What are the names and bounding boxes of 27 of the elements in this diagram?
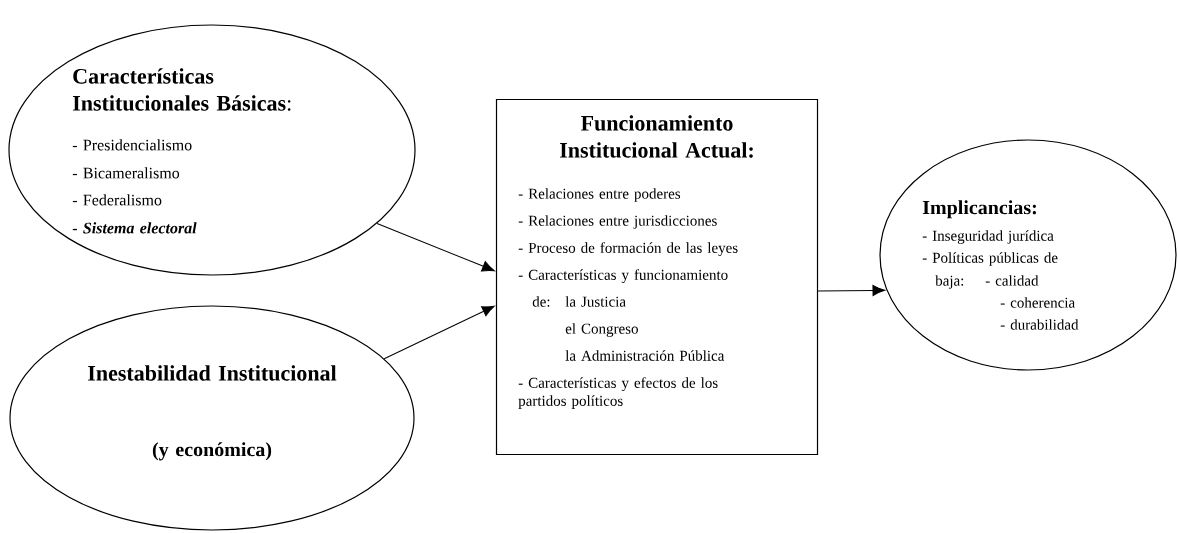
list-item: - Proceso de formación de las leyes: [518, 242, 738, 256]
arrow: [383, 305, 495, 360]
heading-text: Inestabilidad Institucional: [88, 365, 337, 381]
heading-text: Implicancias:: [922, 200, 1036, 219]
list-item: de:: [532, 296, 550, 307]
arrow: [817, 284, 886, 296]
list-item: - Relaciones entre jurisdicciones: [518, 215, 717, 229]
list-item: - Inseguridad jurídica: [922, 230, 1054, 244]
list-item: - Presidencialismo: [72, 139, 192, 151]
list-item: - Federalismo: [72, 194, 162, 206]
list-item: baja:: [935, 275, 964, 289]
list-item: el Congreso: [565, 323, 638, 337]
list-item: - Relaciones entre poderes: [518, 188, 681, 202]
list-item: la Justicia: [565, 296, 626, 307]
list-item: la Administración Pública: [565, 350, 725, 361]
list-item: - Características y funcionamiento: [518, 269, 728, 283]
heading-text: Funcionamiento Institucional Actual:: [559, 115, 753, 158]
list-item: - Características y efectos de los partidos políticos: [518, 377, 718, 409]
heading-text: Características Institucionales Básicas:: [72, 68, 291, 111]
list-item: - calidad: [985, 275, 1039, 286]
list-item: - Sistema electoral: [72, 222, 197, 234]
list-item: - coherencia: [1000, 297, 1075, 308]
list-item: - durabilidad: [1000, 319, 1079, 330]
list-item: - Bicameralismo: [72, 167, 180, 179]
subheading-text: (y económica): [152, 442, 272, 461]
list-item: - Políticas públicas de: [922, 252, 1058, 266]
arrow: [376, 223, 495, 272]
